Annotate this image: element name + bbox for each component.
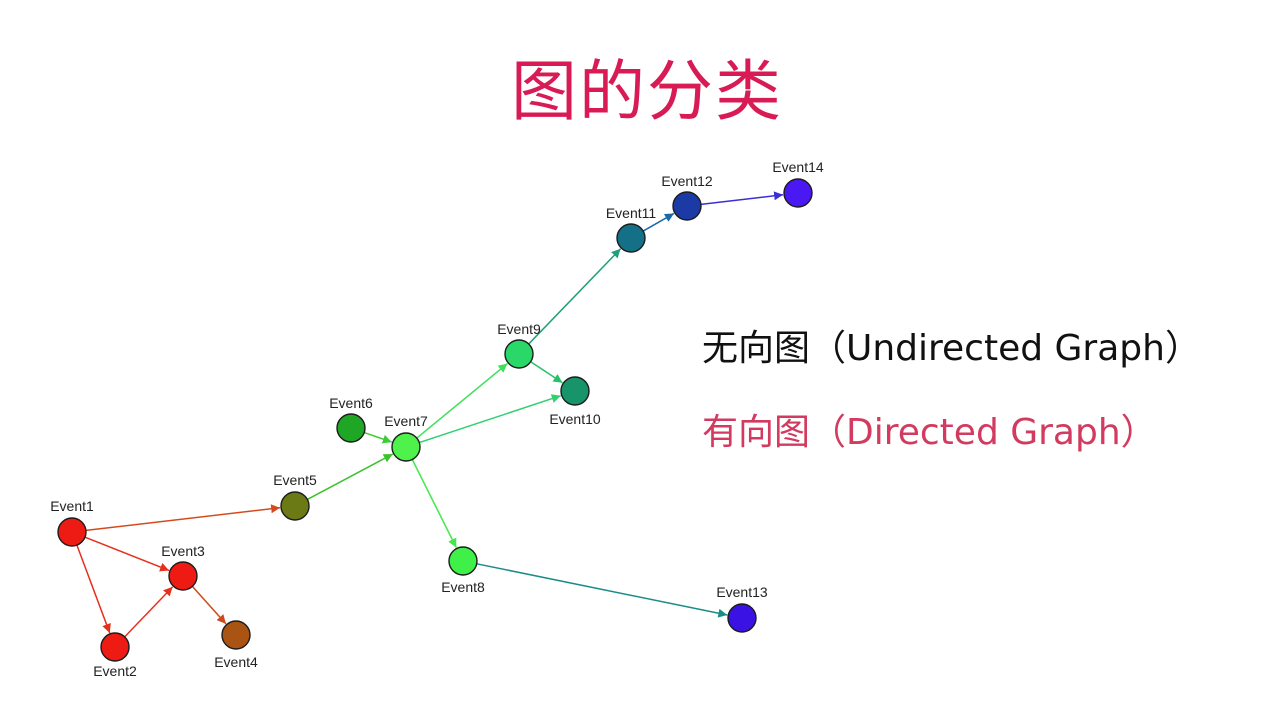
node-event7: Event7: [384, 413, 428, 462]
edge-event6-to-event7: [363, 431, 393, 444]
edge-event8-to-event13: [476, 563, 728, 618]
node-circle: [672, 191, 702, 221]
directed-graph-label: 有向图（Directed Graph）: [702, 412, 1157, 453]
node-event4: Event4: [214, 620, 258, 670]
edge-event7-to-event8: [411, 459, 457, 548]
node-label: Event10: [549, 411, 601, 427]
node-label: Event5: [273, 472, 317, 488]
node-event14: Event14: [772, 159, 824, 208]
node-event5: Event5: [273, 472, 317, 521]
edge-event5-to-event7: [307, 453, 394, 501]
node-label: Event11: [606, 205, 657, 221]
edge-event7-to-event10: [419, 394, 561, 444]
node-circle: [448, 546, 478, 576]
node-label: Event9: [497, 321, 541, 337]
edge-event1-to-event5: [85, 504, 281, 532]
nodes-layer: Event1Event2Event3Event4Event5Event6Even…: [50, 159, 824, 679]
node-circle: [280, 491, 310, 521]
edge-event11-to-event12: [642, 212, 675, 232]
node-event9: Event9: [497, 321, 541, 369]
node-label: Event14: [772, 159, 824, 175]
node-circle: [168, 561, 198, 591]
node-event1: Event1: [50, 498, 94, 547]
node-event2: Event2: [93, 632, 137, 679]
edge-event1-to-event2: [76, 544, 111, 634]
node-event8: Event8: [441, 546, 485, 595]
node-circle: [504, 339, 534, 369]
node-event10: Event10: [549, 376, 601, 427]
node-event3: Event3: [161, 543, 205, 591]
node-circle: [221, 620, 251, 650]
node-circle: [391, 432, 421, 462]
node-circle: [616, 223, 646, 253]
node-event6: Event6: [329, 395, 373, 443]
edge-event9-to-event11: [528, 248, 622, 345]
node-label: Event2: [93, 663, 137, 679]
node-label: Event12: [661, 173, 713, 189]
node-label: Event3: [161, 543, 205, 559]
node-circle: [783, 178, 813, 208]
edge-event9-to-event10: [530, 361, 563, 384]
node-circle: [57, 517, 87, 547]
node-label: Event13: [716, 584, 768, 600]
node-circle: [336, 413, 366, 443]
node-event12: Event12: [661, 173, 713, 221]
edge-event12-to-event14: [700, 191, 784, 206]
node-circle: [560, 376, 590, 406]
edges-layer: [76, 191, 784, 638]
node-label: Event4: [214, 654, 258, 670]
edge-event2-to-event3: [124, 586, 174, 638]
edge-event7-to-event9: [416, 362, 508, 439]
node-event13: Event13: [716, 584, 768, 633]
node-label: Event8: [441, 579, 485, 595]
edge-event1-to-event3: [84, 536, 170, 572]
edge-event3-to-event4: [191, 585, 227, 625]
node-circle: [100, 632, 130, 662]
undirected-graph-label: 无向图（Undirected Graph）: [702, 328, 1201, 369]
page-title: 图的分类: [511, 53, 783, 130]
node-event11: Event11: [606, 205, 657, 253]
node-label: Event1: [50, 498, 94, 514]
node-label: Event7: [384, 413, 428, 429]
node-label: Event6: [329, 395, 373, 411]
node-circle: [727, 603, 757, 633]
